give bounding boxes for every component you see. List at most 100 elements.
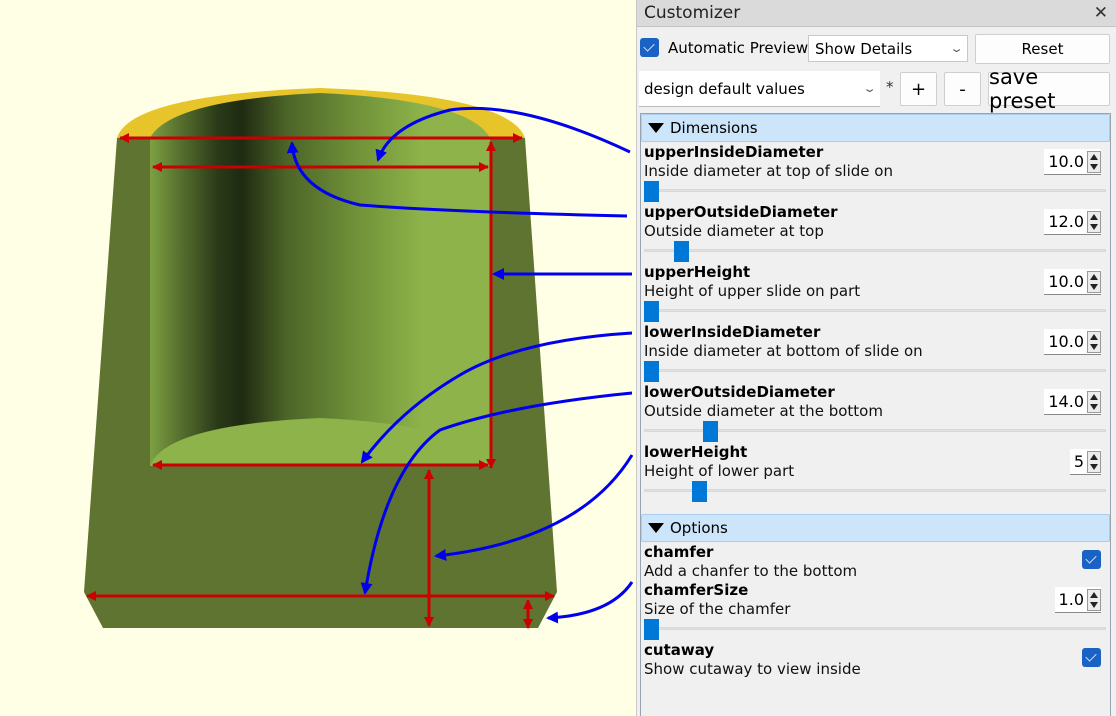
slider-thumb[interactable]	[644, 619, 659, 640]
arrow-up-icon[interactable]	[1090, 393, 1098, 400]
slider-track[interactable]	[644, 429, 1106, 432]
slider-thumb[interactable]	[692, 481, 707, 502]
value-spinbox[interactable]: 1.0	[1054, 587, 1101, 613]
value-spinbox[interactable]: 10.0	[1044, 149, 1101, 175]
arrow-up-icon[interactable]	[1090, 153, 1098, 160]
slider-thumb[interactable]	[674, 241, 689, 262]
value-slider[interactable]	[644, 361, 1106, 382]
slider-thumb[interactable]	[644, 301, 659, 322]
group-dimensions-header[interactable]: Dimensions	[641, 114, 1110, 142]
slider-track[interactable]	[644, 189, 1106, 192]
spinbox-value[interactable]: 10.0	[1048, 272, 1084, 291]
value-spinbox[interactable]: 14.0	[1044, 389, 1101, 415]
arrow-up-icon[interactable]	[1090, 453, 1098, 460]
param-upperInsideDiameter: upperInsideDiameter Inside diameter at t…	[641, 142, 1110, 202]
customizer-title: Customizer	[644, 3, 741, 23]
value-slider[interactable]	[644, 619, 1106, 640]
value-slider[interactable]	[644, 421, 1106, 442]
value-spinbox[interactable]: 10.0	[1044, 329, 1101, 355]
param-cutaway: cutaway Show cutaway to view inside	[641, 640, 1110, 678]
spinbox-value[interactable]: 10.0	[1048, 332, 1084, 351]
spinbox-arrows[interactable]	[1087, 330, 1101, 353]
param-description: Inside diameter at top of slide on	[644, 162, 893, 180]
value-spinbox[interactable]: 10.0	[1044, 269, 1101, 295]
show-details-dropdown[interactable]: Show Details ⌄	[808, 35, 968, 62]
spinbox-value[interactable]: 1.0	[1058, 590, 1084, 609]
param-description: Height of upper slide on part	[644, 282, 861, 300]
add-preset-button[interactable]: +	[900, 72, 937, 106]
param-chamfer: chamfer Add a chanfer to the bottom	[641, 542, 1110, 580]
expand-triangle-icon	[648, 123, 664, 133]
value-slider[interactable]	[644, 481, 1106, 502]
preset-value: design default values	[644, 79, 805, 98]
spinbox-arrows[interactable]	[1087, 150, 1101, 173]
slider-thumb[interactable]	[644, 181, 659, 202]
arrow-down-icon[interactable]	[1090, 403, 1098, 410]
chamfer-checkbox[interactable]	[1082, 550, 1101, 569]
param-description: Inside diameter at bottom of slide on	[644, 342, 923, 360]
arrow-down-icon[interactable]	[1090, 163, 1098, 170]
arrow-up-icon[interactable]	[1090, 333, 1098, 340]
slider-track[interactable]	[644, 627, 1106, 630]
spinbox-value[interactable]: 14.0	[1048, 392, 1084, 411]
param-description: Height of lower part	[644, 462, 795, 480]
show-details-value: Show Details	[815, 39, 913, 58]
dimension-lines	[86, 133, 555, 629]
customizer-titlebar: Customizer ✕	[637, 0, 1116, 27]
cutaway-checkbox[interactable]	[1082, 648, 1101, 667]
automatic-preview-checkbox[interactable]	[640, 38, 659, 57]
value-spinbox[interactable]: 12.0	[1044, 209, 1101, 235]
callout-arrows	[286, 106, 634, 624]
customizer-panel: Customizer ✕ Automatic Preview Show Deta…	[636, 0, 1116, 716]
automatic-preview-label: Automatic Preview	[668, 39, 809, 57]
arrow-down-icon[interactable]	[1090, 283, 1098, 290]
save-preset-button[interactable]: save preset	[988, 65, 1110, 113]
reset-button[interactable]: Reset	[975, 34, 1110, 64]
slider-track[interactable]	[644, 249, 1106, 252]
arrow-down-icon[interactable]	[1090, 343, 1098, 350]
spinbox-arrows[interactable]	[1087, 390, 1101, 413]
chevron-down-icon: ⌄	[862, 82, 877, 95]
inner-cavity	[150, 93, 490, 466]
arrow-down-icon[interactable]	[1090, 463, 1098, 470]
param-chamferSize: chamferSize Size of the chamfer 1.0	[641, 580, 1110, 640]
arrow-down-icon[interactable]	[1090, 223, 1098, 230]
arrow-up-icon[interactable]	[1090, 591, 1098, 598]
param-name: lowerOutsideDiameter	[644, 383, 835, 401]
param-name: lowerHeight	[644, 443, 748, 461]
slider-track[interactable]	[644, 309, 1106, 312]
param-description: Size of the chamfer	[644, 600, 791, 618]
slider-track[interactable]	[644, 369, 1106, 372]
value-slider[interactable]	[644, 301, 1106, 322]
slider-thumb[interactable]	[703, 421, 718, 442]
spinbox-arrows[interactable]	[1087, 450, 1101, 473]
spinbox-value[interactable]: 10.0	[1048, 152, 1084, 171]
slider-thumb[interactable]	[644, 361, 659, 382]
value-spinbox[interactable]: 5	[1069, 449, 1101, 475]
spinbox-arrows[interactable]	[1087, 588, 1101, 611]
parameters-list[interactable]: Dimensions upperInsideDiameter Inside di…	[640, 113, 1111, 716]
spinbox-value[interactable]: 12.0	[1048, 212, 1084, 231]
param-description: Show cutaway to view inside	[644, 660, 861, 678]
3d-viewport[interactable]	[0, 0, 636, 716]
param-upperHeight: upperHeight Height of upper slide on par…	[641, 262, 1110, 322]
spinbox-arrows[interactable]	[1087, 270, 1101, 293]
param-name: upperHeight	[644, 263, 751, 281]
arrow-down-icon[interactable]	[1090, 601, 1098, 608]
slider-track[interactable]	[644, 489, 1106, 492]
group-options-header[interactable]: Options	[641, 514, 1110, 542]
param-name: upperOutsideDiameter	[644, 203, 838, 221]
arrow-up-icon[interactable]	[1090, 273, 1098, 280]
close-icon[interactable]: ✕	[1093, 3, 1108, 23]
preset-dropdown[interactable]: design default values ⌄	[639, 71, 880, 107]
spinbox-value[interactable]: 5	[1073, 452, 1084, 471]
arrow-up-icon[interactable]	[1090, 213, 1098, 220]
expand-triangle-icon	[648, 523, 664, 533]
value-slider[interactable]	[644, 241, 1106, 262]
param-lowerHeight: lowerHeight Height of lower part 5	[641, 442, 1110, 502]
value-slider[interactable]	[644, 181, 1106, 202]
spinbox-arrows[interactable]	[1087, 210, 1101, 233]
remove-preset-button[interactable]: -	[944, 72, 981, 106]
group-title: Dimensions	[670, 119, 758, 137]
param-description: Outside diameter at the bottom	[644, 402, 883, 420]
